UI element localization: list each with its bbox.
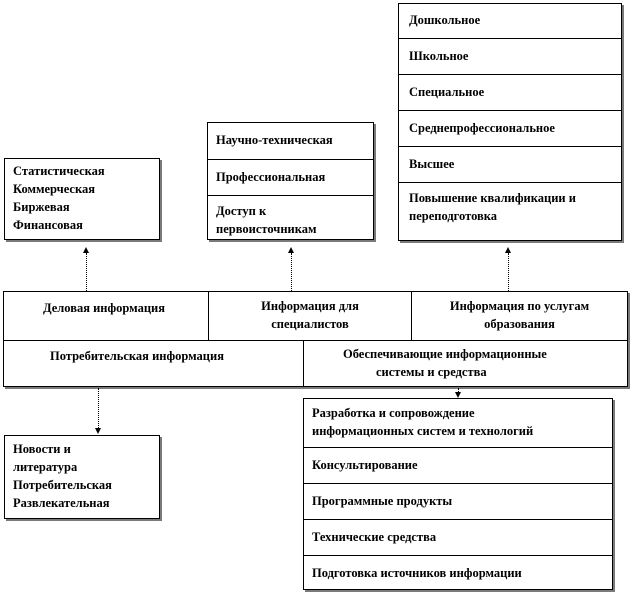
consumer-item-consumer: Потребительская xyxy=(13,478,112,492)
category-support-systems-line1: Обеспечивающие информационные xyxy=(343,347,547,361)
category-business-info: Деловая информация xyxy=(42,301,166,315)
education-types-box: Дошкольное Школьное Специальное Среднепр… xyxy=(398,3,622,241)
category-support-systems-line2: системы и средства xyxy=(376,365,487,379)
business-info-types-box: Статистическая Коммерческая Биржевая Фин… xyxy=(4,158,160,240)
support-divider-4 xyxy=(304,555,612,556)
arrow-support-down-icon xyxy=(455,392,461,398)
education-item-higher: Высшее xyxy=(409,157,455,171)
support-item-source-preparation: Подготовка источников информации xyxy=(312,566,522,580)
business-item-financial: Финансовая xyxy=(13,218,83,232)
consumer-info-types-box: Новости и литература Потребительская Раз… xyxy=(4,435,160,519)
education-item-qualification-line2: переподготовка xyxy=(409,209,498,223)
education-divider-4 xyxy=(399,146,621,147)
consumer-item-entertainment: Развлекательная xyxy=(13,496,110,510)
specialist-divider-1 xyxy=(208,159,373,160)
central-top-divider-2 xyxy=(411,292,412,340)
category-education-info-line1: Информация по услугам xyxy=(449,299,590,313)
support-item-development-line1: Разработка и сопровождение xyxy=(312,406,475,420)
arrow-specialists-up-icon xyxy=(288,247,294,253)
specialist-item-access-line1: Доступ к xyxy=(216,204,267,218)
support-systems-box: Разработка и сопровождение информационны… xyxy=(303,398,613,590)
education-divider-2 xyxy=(399,74,621,75)
education-divider-5 xyxy=(399,182,621,183)
education-item-special: Специальное xyxy=(409,85,485,99)
specialist-info-types-box: Научно-техническая Профессиональная Дост… xyxy=(207,122,374,240)
business-item-commercial: Коммерческая xyxy=(13,182,95,196)
education-item-preschool: Дошкольное xyxy=(409,13,481,27)
support-item-consulting: Консультирование xyxy=(312,458,418,472)
support-divider-1 xyxy=(304,447,612,448)
central-categories-block: Деловая информация Информация для специа… xyxy=(3,291,628,387)
specialist-item-professional: Профессиональная xyxy=(216,170,326,184)
arrow-business-up-icon xyxy=(83,247,89,253)
category-education-info-line2: образования xyxy=(484,317,555,331)
support-divider-2 xyxy=(304,483,612,484)
consumer-item-news-line2: литература xyxy=(13,460,78,474)
central-middle-divider xyxy=(4,340,627,341)
specialist-divider-2 xyxy=(208,195,373,196)
specialist-item-access-line2: первоисточникам xyxy=(216,222,317,236)
category-consumer-info: Потребительская информация xyxy=(50,349,224,363)
arrow-consumer-down-shaft xyxy=(98,388,99,428)
support-item-development-line2: информационных систем и технологий xyxy=(312,424,534,438)
arrow-consumer-down-icon xyxy=(95,428,101,434)
consumer-item-news-line1: Новости и xyxy=(13,442,71,456)
education-divider-3 xyxy=(399,110,621,111)
support-item-software: Программные продукты xyxy=(312,494,453,508)
support-divider-3 xyxy=(304,519,612,520)
arrow-specialists-up-shaft xyxy=(291,253,292,291)
arrow-business-up-shaft xyxy=(86,253,87,291)
specialist-item-scientific: Научно-техническая xyxy=(216,133,333,147)
central-top-divider-1 xyxy=(208,292,209,340)
education-item-qualification-line1: Повышение квалификации и xyxy=(409,191,576,205)
category-specialists-info-line1: Информация для xyxy=(261,299,359,313)
arrow-education-up-icon xyxy=(505,247,511,253)
category-specialists-info-line2: специалистов xyxy=(271,317,349,331)
support-item-hardware: Технические средства xyxy=(312,530,437,544)
arrow-support-down-shaft xyxy=(458,388,459,392)
business-item-statistical: Статистическая xyxy=(13,164,105,178)
education-divider-1 xyxy=(399,38,621,39)
business-item-exchange: Биржевая xyxy=(13,200,70,214)
education-item-secondary-professional: Среднепрофессиональное xyxy=(409,121,555,135)
arrow-education-up-shaft xyxy=(508,253,509,291)
education-item-school: Школьное xyxy=(409,49,469,63)
central-bottom-divider xyxy=(303,340,304,386)
